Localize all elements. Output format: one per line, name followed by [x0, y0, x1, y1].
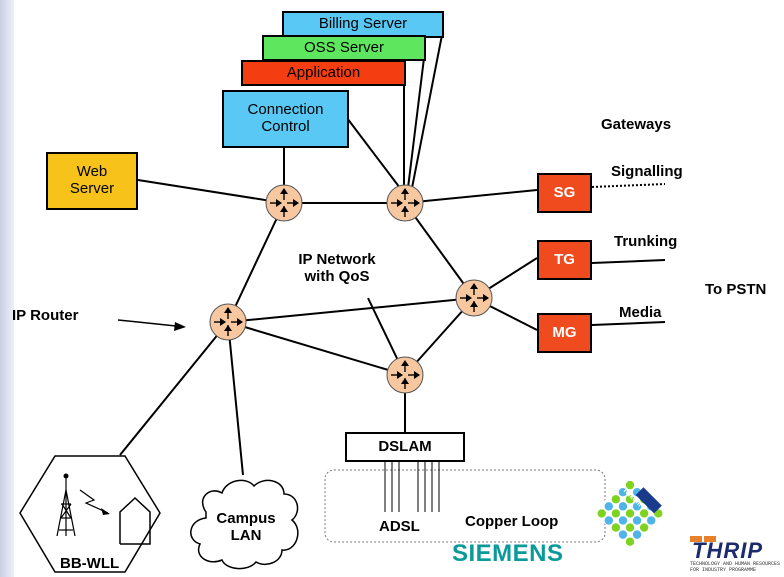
application-label: Application [286, 63, 361, 81]
web-server-box: Web Server [46, 152, 138, 210]
siemens-logo: SIEMENS [452, 542, 564, 566]
billing-server-label: Billing Server [318, 15, 408, 33]
siemens-text: SIEMENS [452, 540, 564, 567]
thrip-wordmark: THRIP [692, 538, 763, 563]
link-billing-r2 [411, 34, 443, 189]
link-r2-r5 [404, 202, 475, 299]
link-r3-r5 [227, 297, 475, 323]
oss-server-box: OSS Server [262, 35, 426, 61]
web-server-label: Web Server [69, 163, 115, 197]
thrip-logo [688, 533, 784, 577]
link-r3-r4 [227, 321, 406, 376]
bb-wll-hexagon [19, 455, 161, 573]
media-line [591, 321, 666, 326]
signalling-label: Signalling [611, 163, 683, 180]
thrip-caption: TECHNOLOGY AND HUMAN RESOURCES FOR INDUS… [690, 561, 781, 573]
slide-side-strip [0, 0, 14, 577]
tg-gateway: TG [537, 240, 592, 280]
ip-router-arrow [117, 319, 177, 327]
oss-server-label: OSS Server [303, 38, 385, 56]
connection-control-box: Connection Control [222, 90, 349, 148]
mg-gateway: MG [537, 313, 592, 353]
link-r1-r3 [227, 202, 285, 323]
sg-label: SG [553, 183, 576, 201]
ip-router-label: IP Router [12, 307, 79, 324]
router-4-icon [386, 356, 424, 394]
media-label: Media [619, 304, 662, 321]
ip-network-label: IP Network with QoS [298, 251, 376, 286]
link-oss-r2 [407, 57, 425, 189]
house-icon [119, 496, 151, 545]
connection-control-label: Connection Control [247, 101, 324, 135]
sg-gateway: SG [537, 173, 592, 213]
link-connection-control-r2 [346, 117, 401, 189]
dslam-label: DSLAM [378, 437, 432, 455]
telkom-logo [593, 475, 667, 549]
copper-loop-label: Copper Loop [465, 513, 559, 530]
adsl-label: ADSL [379, 518, 420, 535]
gateways-heading: Gateways [601, 116, 672, 133]
application-box: Application [241, 60, 406, 86]
tg-label: TG [554, 250, 575, 268]
wireless-signal-icon [79, 489, 109, 514]
link-web-r1 [137, 179, 285, 204]
link-r3-campus [227, 321, 244, 476]
campus-lan-cloud [190, 479, 299, 570]
to-pstn-label: To PSTN [705, 281, 767, 298]
link-r2-sg [404, 189, 538, 204]
router-1-icon [265, 184, 303, 222]
signalling-line [591, 183, 666, 188]
router-2-icon [386, 184, 424, 222]
router-3-icon [209, 303, 247, 341]
dslam-box: DSLAM [345, 432, 465, 462]
trunking-label: Trunking [614, 233, 678, 250]
trunking-line [591, 259, 666, 264]
router-5-icon [455, 279, 493, 317]
antenna-icon [56, 478, 76, 537]
mg-label: MG [552, 323, 577, 341]
bb-wll-label: BB-WLL [60, 555, 120, 572]
billing-server-box: Billing Server [282, 11, 444, 38]
link-r3-bbwll [119, 321, 229, 456]
ip-router-arrowhead [174, 322, 186, 331]
campus-lan-label: Campus LAN [216, 510, 276, 545]
copper-loop-region [324, 469, 606, 543]
